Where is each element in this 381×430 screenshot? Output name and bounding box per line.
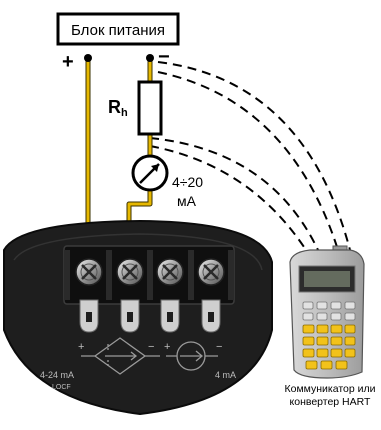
plus-terminal-mark: + <box>62 51 74 73</box>
resistor-icon <box>137 80 163 136</box>
terminal-dot-plus <box>84 54 92 62</box>
communicator-caption-line2: конвертер HART <box>290 396 372 408</box>
resistor-label: Rh <box>108 97 128 119</box>
communicator-caption-line1: Коммуникатор или <box>284 383 375 395</box>
screw-terminal <box>156 258 184 286</box>
meter-range-value: 4÷20 <box>172 174 203 190</box>
device-minus-mark-left: − <box>148 341 154 353</box>
screw-terminal <box>75 258 103 286</box>
minus-terminal-mark: − <box>158 46 170 68</box>
terminal-block <box>63 245 235 305</box>
device-right-label: 4 mA <box>215 370 236 380</box>
screw-terminal <box>197 258 225 286</box>
spade-lugs <box>79 299 221 333</box>
terminal-screws <box>75 258 225 286</box>
device-plus-mark-right: + <box>164 341 170 353</box>
device-minus-mark-right: − <box>216 341 222 353</box>
power-supply-label: Блок питания <box>71 22 165 39</box>
hart-communicator-icon <box>289 245 365 379</box>
hart-connection-lines <box>149 61 351 251</box>
device-left-sublabel: LOCF <box>52 384 71 391</box>
device-plus-mark-left: + <box>78 341 84 353</box>
ammeter-icon <box>131 154 169 192</box>
device-left-label: 4-24 mA <box>40 370 74 380</box>
screw-terminal <box>116 258 144 286</box>
current-source-icon <box>166 341 218 371</box>
terminal-dot-minus <box>146 54 154 62</box>
current-source-icon <box>81 337 160 375</box>
meter-range-unit: мА <box>177 193 197 209</box>
power-supply: Блок питания <box>56 12 180 46</box>
